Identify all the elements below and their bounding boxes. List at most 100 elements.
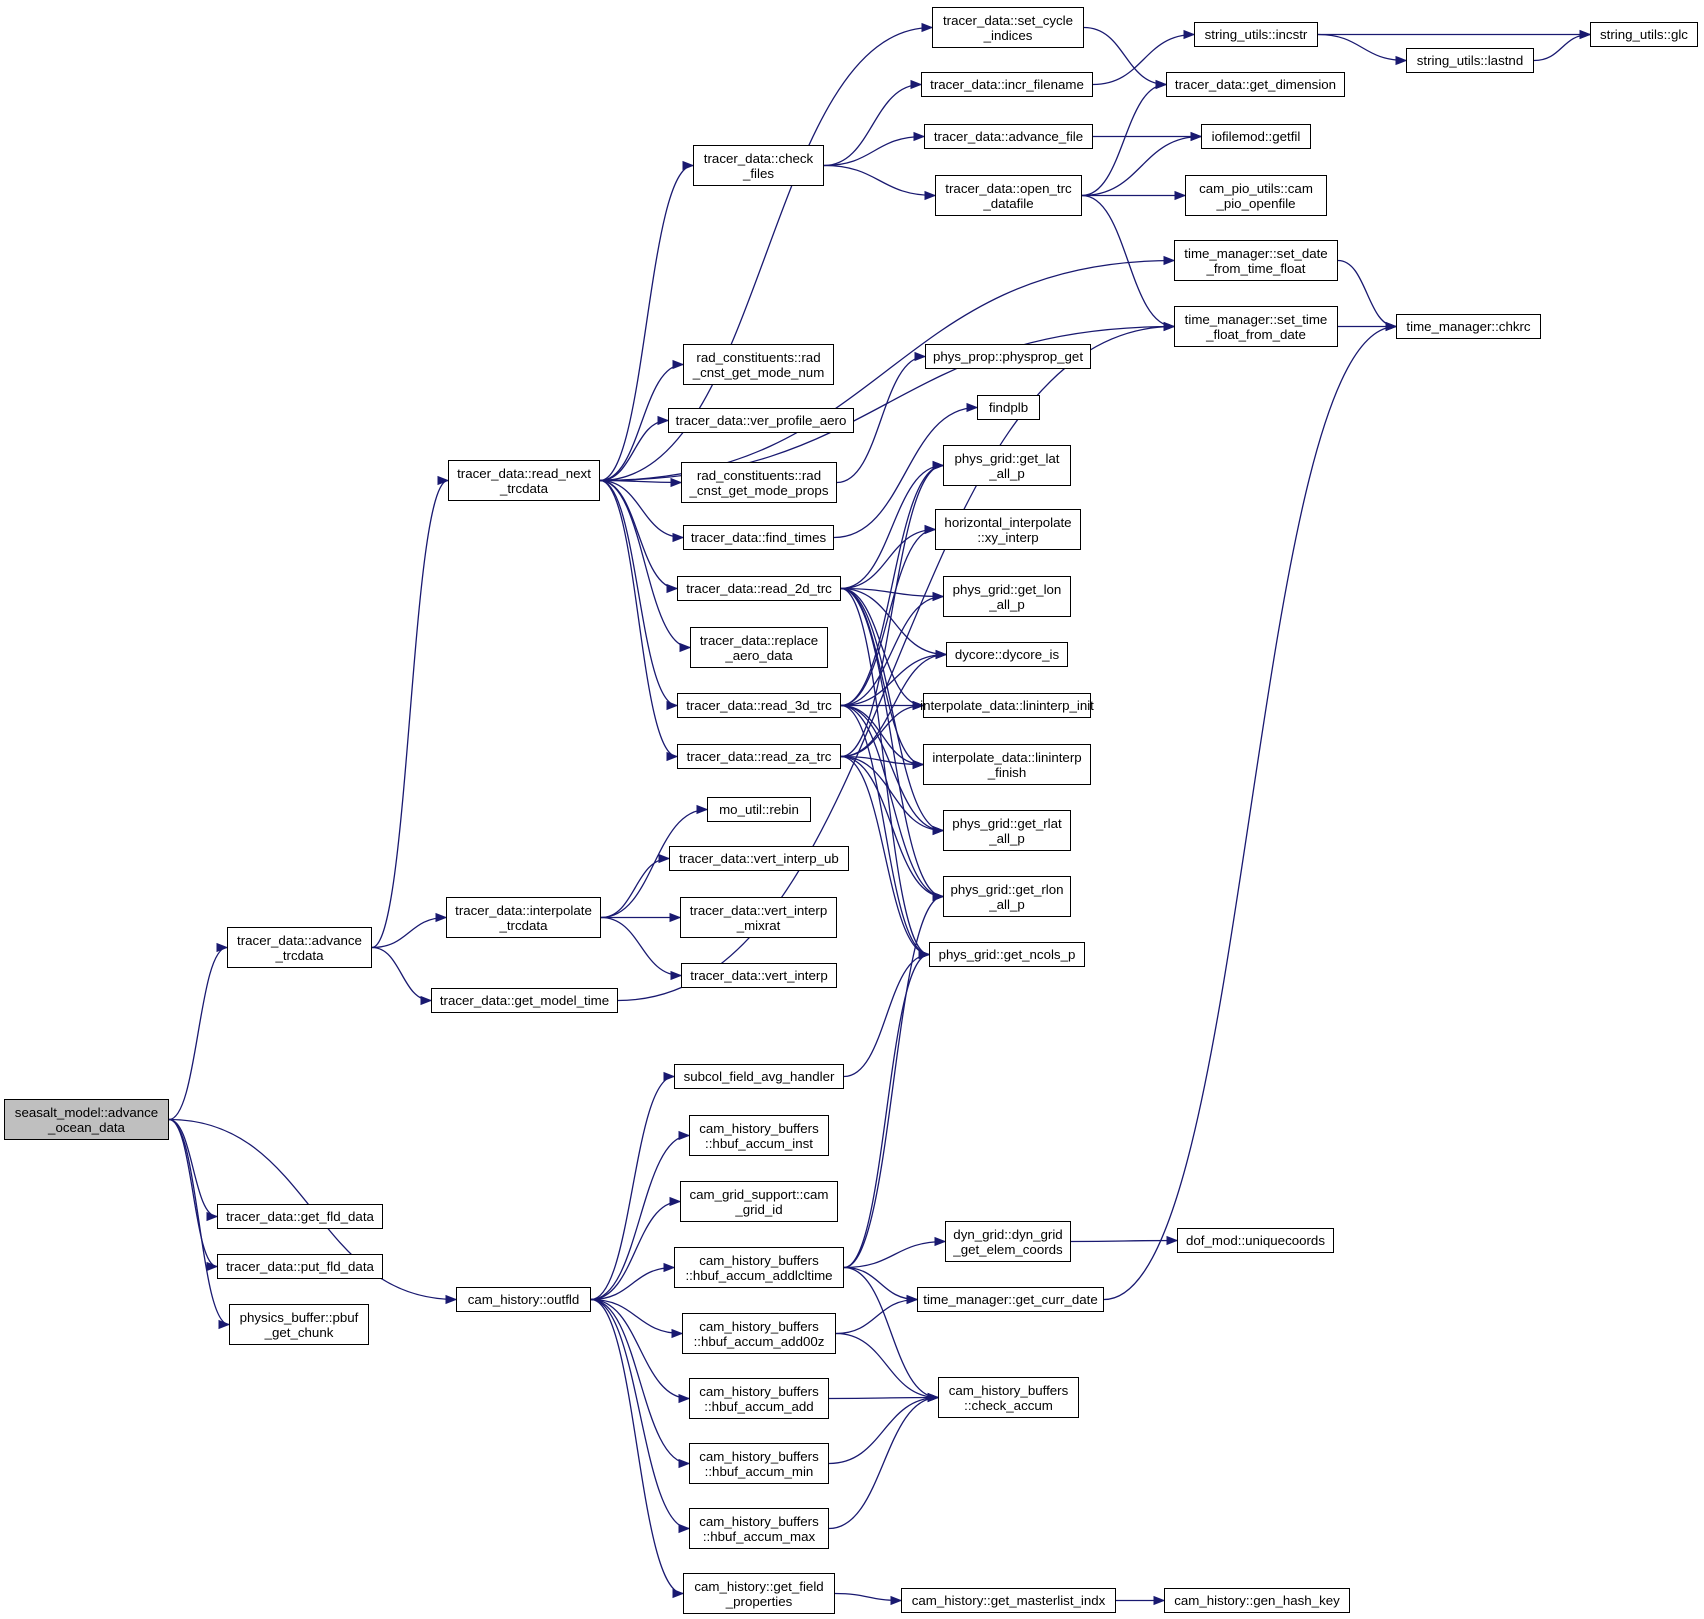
node-vert-interp[interactable]: tracer_data::vert_interp xyxy=(681,963,837,988)
node-subcol-field-avg-handler[interactable]: subcol_field_avg_handler xyxy=(674,1064,844,1089)
node-dycore-is[interactable]: dycore::dycore_is xyxy=(946,642,1068,667)
node-get-lon-all-p[interactable]: phys_grid::get_lon_all_p xyxy=(943,576,1071,617)
node-label-line: cam_history_buffers xyxy=(699,1383,819,1399)
node-get-dimension[interactable]: tracer_data::get_dimension xyxy=(1166,72,1345,97)
node-hbuf-accum-max[interactable]: cam_history_buffers::hbuf_accum_max xyxy=(689,1508,829,1549)
node-label-line: tracer_data::read_2d_trc xyxy=(686,581,832,596)
node-set-time-float-from-date[interactable]: time_manager::set_time_float_from_date xyxy=(1174,306,1338,347)
node-label-line: _trcdata xyxy=(499,917,548,933)
edge-check-files-to-open-trc-datafile xyxy=(823,164,937,201)
node-glc[interactable]: string_utils::glc xyxy=(1590,22,1698,47)
edge-check-files-to-advance-file xyxy=(823,131,926,167)
node-incstr[interactable]: string_utils::incstr xyxy=(1194,22,1318,47)
node-label-line: cam_grid_support::cam xyxy=(689,1186,829,1202)
node-label-line: tracer_data::vert_interp xyxy=(690,968,828,983)
node-label-line: subcol_field_avg_handler xyxy=(683,1069,835,1084)
node-label-line: rad_constituents::rad xyxy=(696,467,822,483)
edge-read-next-trcdata-to-read-2d-trc xyxy=(599,479,679,594)
node-advance-file[interactable]: tracer_data::advance_file xyxy=(924,124,1093,149)
node-label-line: _cnst_get_mode_props xyxy=(689,482,829,498)
node-label-line: phys_grid::get_ncols_p xyxy=(938,947,1076,962)
node-outfld[interactable]: cam_history::outfld xyxy=(456,1287,591,1312)
node-label-line: phys_grid::get_lon xyxy=(952,581,1062,597)
node-get-rlat-all-p[interactable]: phys_grid::get_rlat_all_p xyxy=(943,810,1071,851)
node-vert-interp-ub[interactable]: tracer_data::vert_interp_ub xyxy=(669,846,849,871)
node-hbuf-accum-add[interactable]: cam_history_buffers::hbuf_accum_add xyxy=(689,1378,829,1419)
edge-read-next-trcdata-to-check-files xyxy=(599,160,695,482)
node-dyn-grid-get-elem-coords[interactable]: dyn_grid::dyn_grid_get_elem_coords xyxy=(945,1221,1071,1262)
node-read-za-trc[interactable]: tracer_data::read_za_trc xyxy=(677,744,841,769)
edge-hbuf-accum-addlcltime-to-get-curr-date xyxy=(843,1266,919,1305)
node-label-line: _mixrat xyxy=(736,917,781,933)
node-lininterp-init[interactable]: interpolate_data::lininterp_init xyxy=(920,693,1094,718)
node-hbuf-accum-addlcltime[interactable]: cam_history_buffers::hbuf_accum_addlclti… xyxy=(674,1247,844,1288)
node-check-accum[interactable]: cam_history_buffers::check_accum xyxy=(938,1377,1079,1418)
node-label-line: string_utils::incstr xyxy=(1204,27,1308,42)
edge-read-next-trcdata-to-rad-cnst-get-mode-props xyxy=(599,477,683,488)
node-get-fld-data[interactable]: tracer_data::get_fld_data xyxy=(217,1204,383,1229)
node-label-line: string_utils::lastnd xyxy=(1416,53,1524,68)
node-physprop-get[interactable]: phys_prop::physprop_get xyxy=(925,344,1091,369)
node-cam-grid-id[interactable]: cam_grid_support::cam_grid_id xyxy=(680,1181,838,1222)
node-mo-util-rebin[interactable]: mo_util::rebin xyxy=(707,797,811,822)
node-getfil[interactable]: iofilemod::getfil xyxy=(1201,124,1311,149)
node-ver-profile-aero[interactable]: tracer_data::ver_profile_aero xyxy=(668,408,854,433)
node-advance-trcdata[interactable]: tracer_data::advance_trcdata xyxy=(227,927,372,968)
node-hbuf-accum-inst[interactable]: cam_history_buffers::hbuf_accum_inst xyxy=(689,1115,829,1156)
node-hbuf-accum-min[interactable]: cam_history_buffers::hbuf_accum_min xyxy=(689,1443,829,1484)
node-interpolate-trcdata[interactable]: tracer_data::interpolate_trcdata xyxy=(446,897,601,938)
edge-dyn-grid-get-elem-coords-to-uniquecoords xyxy=(1070,1235,1179,1246)
edge-read-za-trc-to-get-lat-all-p xyxy=(840,460,945,758)
node-get-field-properties[interactable]: cam_history::get_field_properties xyxy=(683,1573,835,1614)
node-label-line: cam_history::get_field xyxy=(694,1578,824,1594)
node-read-next-trcdata[interactable]: tracer_data::read_next_trcdata xyxy=(448,460,600,501)
node-pbuf-get-chunk[interactable]: physics_buffer::pbuf_get_chunk xyxy=(229,1304,369,1345)
edge-read-2d-trc-to-xy-interp xyxy=(840,524,937,590)
edge-read-next-trcdata-to-read-za-trc xyxy=(599,479,679,762)
node-incr-filename[interactable]: tracer_data::incr_filename xyxy=(921,72,1093,97)
node-label-line: cam_history::outfld xyxy=(467,1292,580,1307)
node-get-rlon-all-p[interactable]: phys_grid::get_rlon_all_p xyxy=(943,876,1071,917)
node-label-line: _cnst_get_mode_num xyxy=(692,364,825,380)
edge-incstr-to-lastnd xyxy=(1317,33,1408,66)
node-set-cycle-indices[interactable]: tracer_data::set_cycle_indices xyxy=(932,7,1084,48)
node-vert-interp-mixrat[interactable]: tracer_data::vert_interp_mixrat xyxy=(680,897,837,938)
node-read-3d-trc[interactable]: tracer_data::read_3d_trc xyxy=(677,693,841,718)
node-hbuf-accum-add00z[interactable]: cam_history_buffers::hbuf_accum_add00z xyxy=(682,1313,836,1354)
node-cam-pio-openfile[interactable]: cam_pio_utils::cam_pio_openfile xyxy=(1185,175,1327,216)
node-find-times[interactable]: tracer_data::find_times xyxy=(683,525,834,550)
edge-hbuf-accum-min-to-check-accum xyxy=(828,1392,940,1465)
node-get-masterlist-indx[interactable]: cam_history::get_masterlist_indx xyxy=(901,1588,1116,1613)
node-chkrc[interactable]: time_manager::chkrc xyxy=(1396,314,1541,339)
node-replace-aero-data[interactable]: tracer_data::replace_aero_data xyxy=(690,627,828,668)
node-read-2d-trc[interactable]: tracer_data::read_2d_trc xyxy=(677,576,841,601)
edge-read-za-trc-to-get-rlat-all-p xyxy=(840,755,945,836)
node-label-line: ::hbuf_accum_add00z xyxy=(693,1333,825,1349)
node-rad-cnst-get-mode-num[interactable]: rad_constituents::rad_cnst_get_mode_num xyxy=(683,344,834,385)
node-get-model-time[interactable]: tracer_data::get_model_time xyxy=(431,988,618,1013)
node-label-line: ::hbuf_accum_add xyxy=(704,1398,814,1414)
node-label-line: interpolate_data::lininterp xyxy=(932,749,1082,765)
edge-outfld-to-hbuf-accum-inst xyxy=(590,1130,691,1301)
node-label-line: cam_history::gen_hash_key xyxy=(1174,1593,1340,1608)
node-label-line: ::hbuf_accum_min xyxy=(704,1463,814,1479)
node-findplb[interactable]: findplb xyxy=(977,395,1040,420)
edge-hbuf-accum-max-to-check-accum xyxy=(828,1392,940,1530)
edge-read-3d-trc-to-lininterp-finish xyxy=(840,704,925,770)
node-open-trc-datafile[interactable]: tracer_data::open_trc_datafile xyxy=(935,175,1082,216)
node-xy-interp[interactable]: horizontal_interpolate::xy_interp xyxy=(935,509,1081,550)
node-get-curr-date[interactable]: time_manager::get_curr_date xyxy=(917,1287,1104,1312)
node-put-fld-data[interactable]: tracer_data::put_fld_data xyxy=(217,1254,383,1279)
node-lastnd[interactable]: string_utils::lastnd xyxy=(1406,48,1534,73)
node-set-date-from-time-float[interactable]: time_manager::set_date_from_time_float xyxy=(1174,240,1338,281)
edge-read-3d-trc-to-get-lon-all-p xyxy=(840,591,945,707)
edge-read-2d-trc-to-get-rlon-all-p xyxy=(840,587,945,902)
node-gen-hash-key[interactable]: cam_history::gen_hash_key xyxy=(1164,1588,1350,1613)
node-rad-cnst-get-mode-props[interactable]: rad_constituents::rad_cnst_get_mode_prop… xyxy=(681,462,837,503)
edge-open-trc-datafile-to-getfil xyxy=(1081,131,1203,197)
node-uniquecoords[interactable]: dof_mod::uniquecoords xyxy=(1177,1228,1334,1253)
node-lininterp-finish[interactable]: interpolate_data::lininterp_finish xyxy=(923,744,1091,785)
node-check-files[interactable]: tracer_data::check_files xyxy=(693,145,824,186)
node-get-ncols-p[interactable]: phys_grid::get_ncols_p xyxy=(929,942,1085,967)
node-get-lat-all-p[interactable]: phys_grid::get_lat_all_p xyxy=(943,445,1071,486)
